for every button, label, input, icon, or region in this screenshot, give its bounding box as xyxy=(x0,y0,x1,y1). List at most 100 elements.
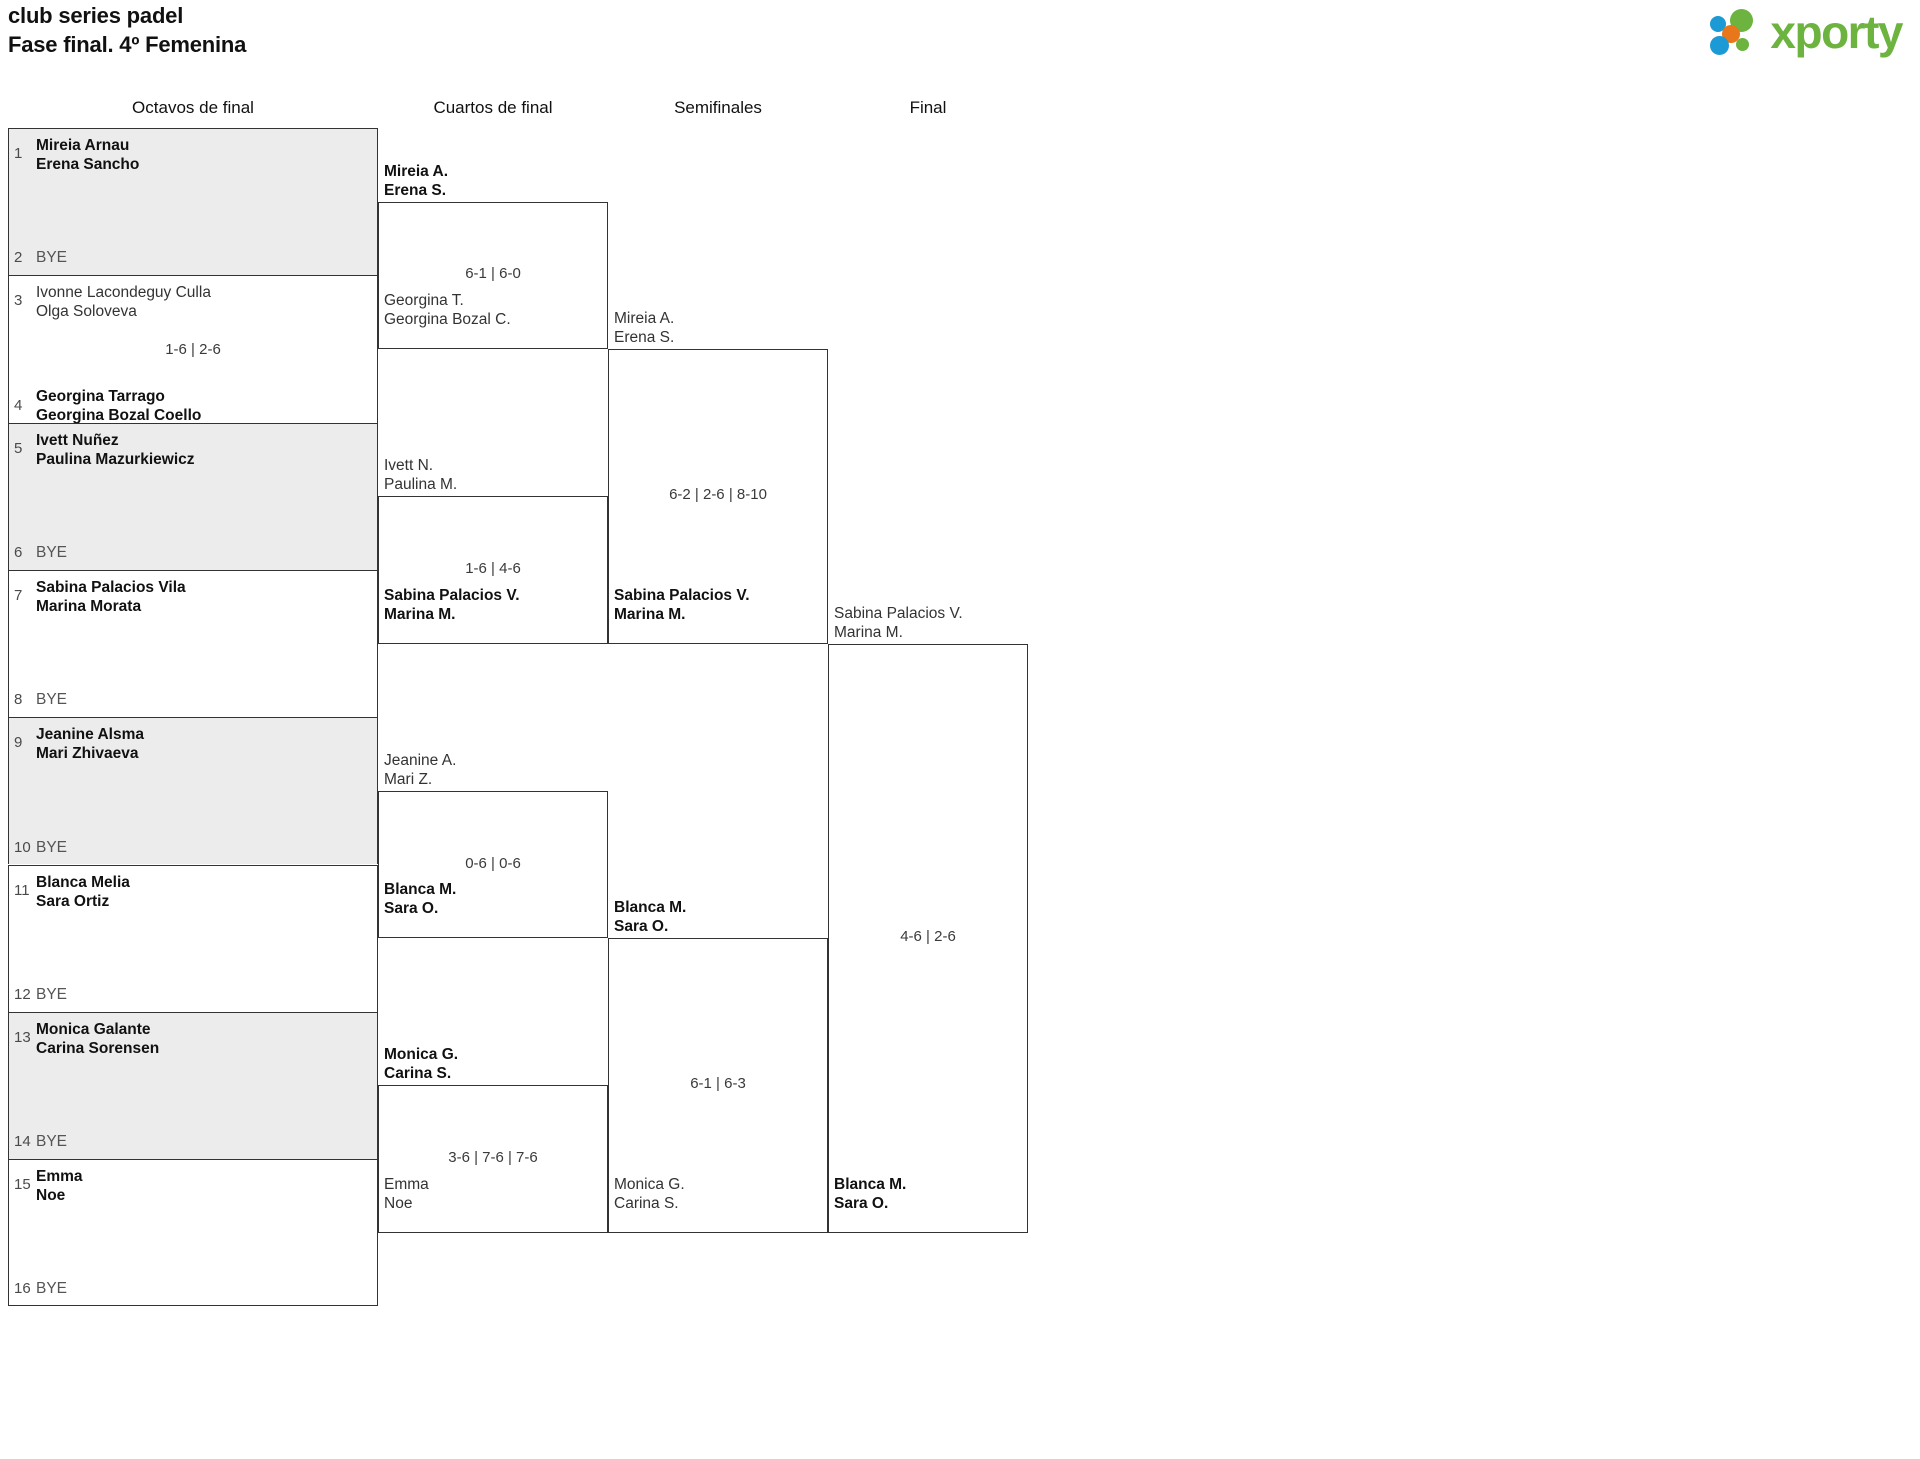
bye-label: BYE xyxy=(36,249,68,267)
team-name: Mari Zhivaeva xyxy=(36,745,139,763)
team-name: Marina M. xyxy=(614,605,686,623)
seed-number: 10 xyxy=(14,838,31,856)
team-name: Emma xyxy=(36,1168,83,1186)
seed-number: 16 xyxy=(14,1280,31,1298)
team-name: Erena S. xyxy=(384,181,447,199)
team-name: Sara Ortiz xyxy=(36,892,110,910)
round-header-cuartos: Cuartos de final xyxy=(433,98,553,117)
team-name: Paulina Mazurkiewicz xyxy=(36,450,195,468)
seed-number: 3 xyxy=(14,292,23,310)
match-score: 6-1 | 6-3 xyxy=(690,1075,746,1093)
team-name: Carina S. xyxy=(384,1065,452,1083)
team-name: Sabina Palacios V. xyxy=(834,604,963,622)
team-name: Emma xyxy=(384,1175,429,1193)
seed-number: 7 xyxy=(14,586,23,604)
team-name: Blanca M. xyxy=(834,1175,907,1193)
team-name: Sara O. xyxy=(614,918,669,936)
team-name: Jeanine A. xyxy=(384,751,457,769)
team-name: Georgina T. xyxy=(384,291,464,309)
team-name: Blanca M. xyxy=(614,899,687,917)
round3-match[interactable] xyxy=(608,348,828,644)
bye-label: BYE xyxy=(36,838,68,856)
bye-label: BYE xyxy=(36,691,68,709)
bye-label: BYE xyxy=(36,1280,68,1298)
team-name: Georgina Tarrago xyxy=(36,387,165,405)
team-name: Sabina Palacios Vila xyxy=(36,578,186,596)
logo-dots-icon xyxy=(1710,9,1764,55)
team-name: Noe xyxy=(384,1194,413,1212)
bye-label: BYE xyxy=(36,985,68,1003)
round2-match[interactable] xyxy=(378,496,608,644)
team-name: Noe xyxy=(36,1187,66,1205)
team-name: Sabina Palacios V. xyxy=(614,586,750,604)
team-name: Olga Soloveva xyxy=(36,303,137,321)
team-name: Erena Sancho xyxy=(36,156,140,173)
bye-label: BYE xyxy=(36,543,68,561)
seed-number: 4 xyxy=(14,396,23,414)
round1-match[interactable] xyxy=(8,1011,378,1160)
seed-number: 1 xyxy=(14,145,23,162)
round1-match[interactable] xyxy=(8,128,378,276)
match-score: 1-6 | 2-6 xyxy=(165,341,221,359)
team-name: Mireia A. xyxy=(384,162,449,180)
team-name: Mireia A. xyxy=(614,309,675,327)
team-name: Ivett N. xyxy=(384,457,434,475)
team-name: Blanca M. xyxy=(384,881,457,899)
tournament-name: club series padel xyxy=(8,3,184,28)
team-name: Marina M. xyxy=(834,623,903,641)
match-score: 4-6 | 2-6 xyxy=(900,928,956,946)
seed-number: 14 xyxy=(14,1133,31,1151)
seed-number: 11 xyxy=(14,881,30,899)
team-name: Blanca Melia xyxy=(36,873,130,891)
team-name: Georgina Bozal C. xyxy=(384,310,511,328)
round-header-semifinales: Semifinales xyxy=(674,98,762,117)
team-name: Ivett Nuñez xyxy=(36,431,119,449)
team-name: Sara O. xyxy=(384,900,439,918)
team-name: Monica Galante xyxy=(36,1020,151,1038)
round2-match[interactable] xyxy=(378,201,608,349)
round1-match[interactable] xyxy=(8,717,378,865)
team-name: Monica G. xyxy=(384,1046,459,1064)
team-name: Carina Sorensen xyxy=(36,1039,160,1057)
seed-number: 9 xyxy=(14,734,23,752)
seed-number: 6 xyxy=(14,543,23,561)
round2-match[interactable] xyxy=(378,790,608,939)
team-name: Monica G. xyxy=(614,1175,685,1193)
logo-wordmark: xporty xyxy=(1770,6,1903,58)
team-name: Jeanine Alsma xyxy=(36,726,144,744)
match-score: 6-1 | 6-0 xyxy=(465,265,521,283)
seed-number: 13 xyxy=(14,1028,31,1046)
round1-match[interactable] xyxy=(8,864,378,1012)
team-name: Georgina Bozal Coello xyxy=(36,406,202,424)
round3-match[interactable] xyxy=(608,938,828,1233)
team-name: Sara O. xyxy=(834,1194,889,1212)
seed-number: 8 xyxy=(14,691,23,709)
team-name: Sabina Palacios V. xyxy=(384,586,520,604)
match-score: 1-6 | 4-6 xyxy=(465,559,521,577)
round1-match[interactable] xyxy=(8,275,378,423)
team-name: Mireia Arnau xyxy=(36,137,130,154)
team-name: Erena S. xyxy=(614,328,675,346)
team-name: Marina M. xyxy=(384,605,456,623)
round1-match[interactable] xyxy=(8,1159,378,1307)
round-header-final: Final xyxy=(909,98,947,117)
round-header-octavos: Octavos de final xyxy=(132,98,254,117)
bye-label: BYE xyxy=(36,1133,68,1151)
team-name: Paulina M. xyxy=(384,476,458,494)
team-name: Carina S. xyxy=(614,1194,679,1212)
round1-match[interactable] xyxy=(8,569,378,718)
round2-match[interactable] xyxy=(378,1085,608,1233)
seed-number: 12 xyxy=(14,985,31,1003)
match-score: 3-6 | 7-6 | 7-6 xyxy=(448,1149,538,1167)
match-score: 6-2 | 2-6 | 8-10 xyxy=(669,486,767,504)
team-name: Marina Morata xyxy=(36,597,142,615)
seed-number: 5 xyxy=(14,439,23,457)
seed-number: 2 xyxy=(14,249,23,267)
page-title: club series padel Fase final. 4º Femenin… xyxy=(8,2,908,59)
match-score: 0-6 | 0-6 xyxy=(465,854,521,872)
team-name: Ivonne Lacondeguy Culla xyxy=(36,284,211,302)
round4-match[interactable] xyxy=(828,643,1028,1233)
xporty-logo: xporty xyxy=(1710,6,1903,58)
round1-match[interactable] xyxy=(8,422,378,570)
team-name: Mari Z. xyxy=(384,770,433,788)
